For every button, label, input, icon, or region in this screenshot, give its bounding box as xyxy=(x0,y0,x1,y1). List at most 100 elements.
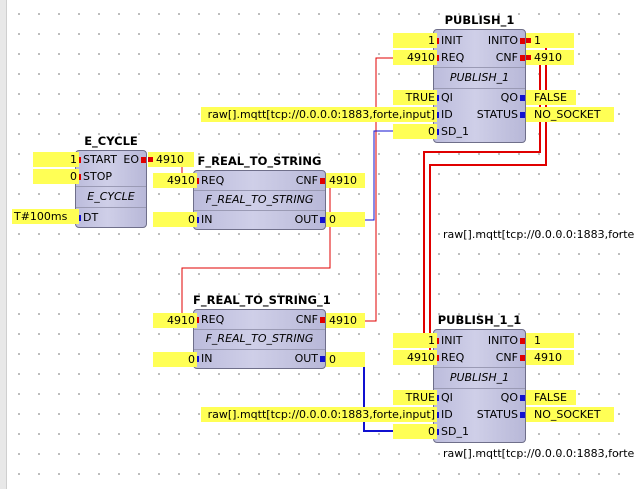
pin-frts1-req[interactable]: REQ xyxy=(194,313,224,327)
value-pub11-inito[interactable]: 1 xyxy=(526,333,574,348)
pin-label: STATUS xyxy=(476,108,518,121)
value-frts-cnf[interactable]: 4910 xyxy=(326,173,365,188)
value-frts1-cnf[interactable]: 4910 xyxy=(326,313,365,328)
pin-frts-out[interactable]: OUT xyxy=(295,213,325,227)
value-text: TRUE xyxy=(405,91,435,104)
pin-frts1-out[interactable]: OUT xyxy=(295,352,325,366)
pin-label: STOP xyxy=(83,170,112,183)
value-frts-req[interactable]: 4910 xyxy=(153,173,197,188)
value-frts-out[interactable]: 0 xyxy=(326,212,365,227)
block-f-real-to-string-1[interactable]: F_REAL_TO_STRING_1 REQ CNF F_REAL_TO_STR… xyxy=(193,293,331,369)
value-pub11-qo[interactable]: FALSE xyxy=(526,390,576,405)
pin-pub-cnf[interactable]: CNF xyxy=(496,51,525,65)
value-e-cycle-dt[interactable]: T#100ms xyxy=(12,209,79,224)
value-text: 4910 xyxy=(156,153,184,166)
value-pub11-id[interactable]: raw[].mqtt[tcp://0.0.0.0:1883,forte,inpu… xyxy=(201,407,437,422)
value-text: raw[].mqtt[tcp://0.0.0.0:1883,forte,inpu… xyxy=(207,408,435,421)
pin-pub11-status[interactable]: STATUS xyxy=(477,408,525,422)
pin-pub-inito[interactable]: INITO xyxy=(488,34,525,48)
pin-pub11-cnf[interactable]: CNF xyxy=(496,351,525,365)
pin-pub11-qo[interactable]: QO xyxy=(501,391,525,405)
pin-label: CNF xyxy=(295,174,318,187)
pin-label: IN xyxy=(201,352,213,365)
pin-label: QI xyxy=(441,391,453,404)
value-text: FALSE xyxy=(534,91,567,104)
value-pub-req[interactable]: 4910 xyxy=(393,50,437,65)
pin-pub11-sd1[interactable]: SD_1 xyxy=(434,425,469,439)
pin-label: DT xyxy=(83,211,99,224)
value-pub-inito[interactable]: 1 xyxy=(526,33,574,48)
block-f-real-to-string[interactable]: F_REAL_TO_STRING REQ CNF F_REAL_TO_STRIN… xyxy=(193,154,326,230)
pin-label: REQ xyxy=(201,174,225,187)
block-frts-type: F_REAL_TO_STRING xyxy=(205,193,314,206)
value-pub-cnf[interactable]: 4910 xyxy=(526,50,574,65)
value-e-cycle-start[interactable]: 1 xyxy=(33,152,79,167)
pin-pub-status[interactable]: STATUS xyxy=(477,108,525,122)
value-pub-qi[interactable]: TRUE xyxy=(393,90,437,105)
pin-pub11-init[interactable]: INIT xyxy=(434,334,462,348)
pin-label: SD_1 xyxy=(441,125,469,138)
pin-label: QO xyxy=(500,391,518,404)
pin-frts-cnf[interactable]: CNF xyxy=(296,174,325,188)
block-pub-body: INIT REQ INITO CNF PUBLISH_1 QI ID SD_1 … xyxy=(433,29,526,143)
value-frts1-in[interactable]: 0 xyxy=(153,352,197,367)
value-frts1-out[interactable]: 0 xyxy=(326,352,365,367)
pin-label: REQ xyxy=(201,313,225,326)
pin-label: REQ xyxy=(441,51,465,64)
value-text: NO_SOCKET xyxy=(534,408,601,421)
pin-label: SD_1 xyxy=(441,425,469,438)
pin-e-cycle-stop[interactable]: STOP xyxy=(76,170,112,184)
pin-pub-sd1[interactable]: SD_1 xyxy=(434,125,469,139)
block-publish-1[interactable]: PUBLISH_1 INIT REQ INITO CNF PUBLISH_1 Q… xyxy=(433,13,526,143)
pin-label: ID xyxy=(441,108,453,121)
pin-label: OUT xyxy=(294,213,318,226)
value-text: 0 xyxy=(329,353,336,366)
value-text: 4910 xyxy=(167,174,195,187)
comment-text-mid: raw[].mqtt[tcp://0.0.0.0:1883,forte xyxy=(443,228,634,241)
value-frts1-req[interactable]: 4910 xyxy=(153,313,197,328)
pin-pub-init[interactable]: INIT xyxy=(434,34,462,48)
value-pub-qo[interactable]: FALSE xyxy=(526,90,576,105)
value-pub-sd1[interactable]: 0 xyxy=(393,124,437,139)
block-e-cycle-body: START STOP EO E_CYCLE DT xyxy=(75,150,147,228)
pin-label: START xyxy=(83,153,117,166)
value-pub-status[interactable]: NO_SOCKET xyxy=(526,107,614,122)
value-text: 0 xyxy=(188,353,195,366)
pin-pub11-req[interactable]: REQ xyxy=(434,351,464,365)
pin-pub11-inito[interactable]: INITO xyxy=(488,334,525,348)
value-text: 1 xyxy=(534,334,541,347)
pin-label: CNF xyxy=(495,351,518,364)
value-e-cycle-eo[interactable]: 4910 xyxy=(148,152,194,167)
value-e-cycle-stop[interactable]: 0 xyxy=(33,169,79,184)
value-frts-in[interactable]: 0 xyxy=(153,212,197,227)
value-text: 4910 xyxy=(407,51,435,64)
value-pub-init[interactable]: 1 xyxy=(393,33,437,48)
block-pub-type: PUBLISH_1 xyxy=(449,71,510,84)
block-e-cycle[interactable]: E_CYCLE START STOP EO E_CYCLE DT xyxy=(75,134,147,228)
block-e-cycle-type: E_CYCLE xyxy=(87,190,135,203)
block-publish-1-1[interactable]: PUBLISH_1_1 INIT REQ INITO CNF PUBLISH_1… xyxy=(433,313,526,443)
block-pub-name: PUBLISH_1 xyxy=(444,13,515,27)
block-pub11-name: PUBLISH_1_1 xyxy=(437,313,522,327)
value-pub11-status[interactable]: NO_SOCKET xyxy=(526,407,614,422)
value-text: 4910 xyxy=(167,314,195,327)
value-pub11-sd1[interactable]: 0 xyxy=(393,424,437,439)
value-pub11-init[interactable]: 1 xyxy=(393,333,437,348)
pin-e-cycle-eo[interactable]: EO xyxy=(123,153,146,167)
pin-frts-req[interactable]: REQ xyxy=(194,174,224,188)
block-frts-name: F_REAL_TO_STRING xyxy=(197,154,322,168)
block-frts1-type: F_REAL_TO_STRING xyxy=(205,332,314,345)
value-text: raw[].mqtt[tcp://0.0.0.0:1883,forte,inpu… xyxy=(207,108,435,121)
value-pub11-cnf[interactable]: 4910 xyxy=(526,350,574,365)
pin-frts1-cnf[interactable]: CNF xyxy=(296,313,325,327)
value-text: 0 xyxy=(70,170,77,183)
pin-e-cycle-start[interactable]: START xyxy=(76,153,117,167)
value-pub11-req[interactable]: 4910 xyxy=(393,350,437,365)
value-text: 0 xyxy=(428,125,435,138)
value-pub11-qi[interactable]: TRUE xyxy=(393,390,437,405)
pin-e-cycle-dt[interactable]: DT xyxy=(76,211,98,225)
pin-pub-req[interactable]: REQ xyxy=(434,51,464,65)
editor-left-strip xyxy=(0,0,7,489)
pin-pub-qo[interactable]: QO xyxy=(501,91,525,105)
value-pub-id[interactable]: raw[].mqtt[tcp://0.0.0.0:1883,forte,inpu… xyxy=(201,107,437,122)
